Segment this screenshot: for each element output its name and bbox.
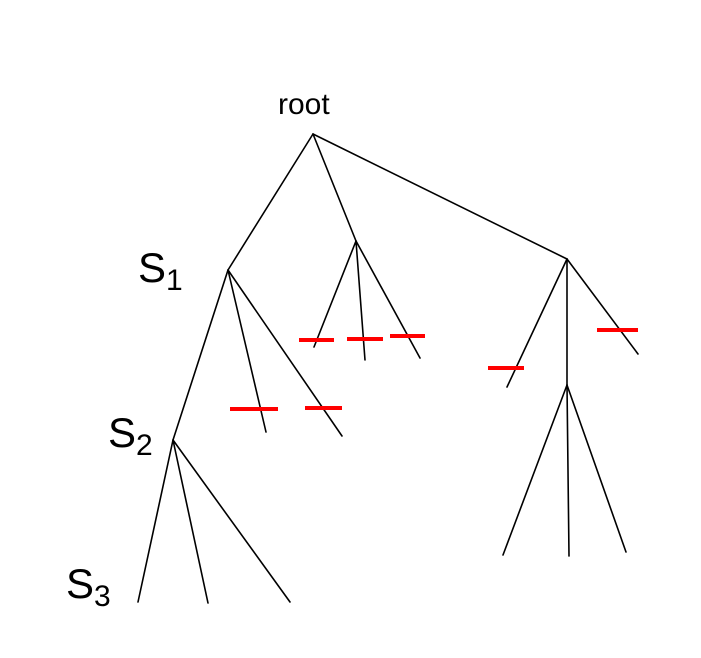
level-label-s3: S3 [66, 560, 111, 613]
edge-s2-leaf-b [172, 439, 209, 604]
level-label-s1-subscript: 1 [166, 264, 183, 297]
edge-s2-leaf-c [172, 439, 291, 603]
root-label: root [278, 88, 330, 121]
edge-root-right [312, 133, 568, 260]
level-label-s3-subscript: 3 [94, 580, 111, 613]
level-label-s2: S2 [108, 409, 153, 462]
level-label-s2-subscript: 2 [136, 429, 153, 462]
edge-middle-leaf-c [355, 240, 421, 359]
edge-s1-s2 [172, 269, 229, 441]
edge-middle-leaf-a [313, 240, 357, 348]
edge-lower-leaf-b [566, 384, 570, 557]
edge-root-s1 [227, 133, 314, 271]
edge-s1-leaf-b [227, 269, 343, 437]
level-label-s1-letter: S [138, 244, 166, 291]
edge-middle-leaf-b [355, 240, 366, 361]
level-label-s2-letter: S [108, 409, 136, 456]
level-label-s3-letter: S [66, 560, 94, 607]
edge-lower-leaf-c [566, 384, 627, 553]
level-label-s1: S1 [138, 244, 183, 297]
edge-s1-leaf-a [227, 269, 267, 433]
tree-edges [137, 133, 639, 604]
edge-root-middle [312, 133, 357, 242]
prune-marks [230, 328, 638, 411]
edge-right-leaf-a [506, 258, 568, 388]
edge-s2-s3 [137, 439, 174, 603]
edge-right-leaf-c [566, 258, 639, 355]
edge-lower-leaf-a [502, 384, 568, 556]
